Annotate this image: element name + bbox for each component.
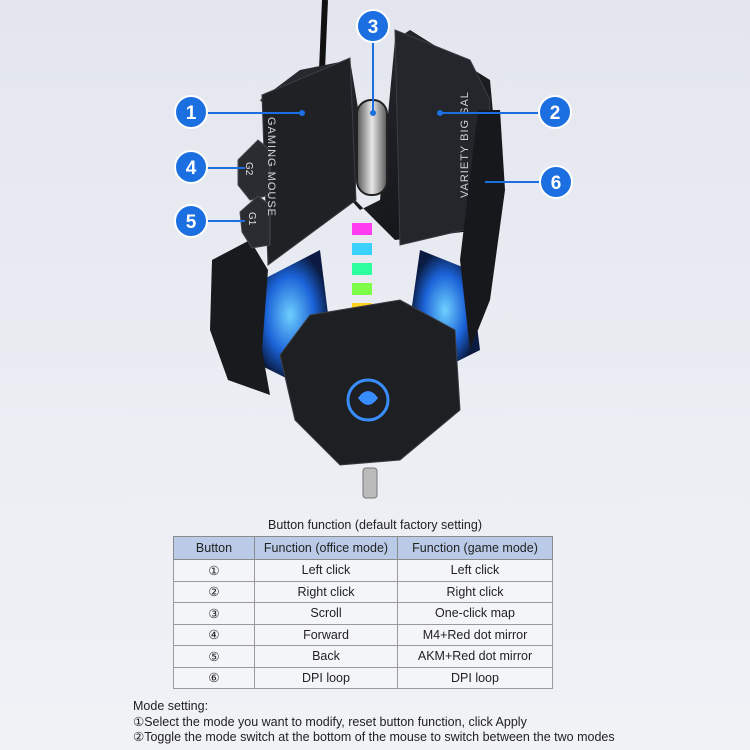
notes-line-1: ①Select the mode you want to modify, res… <box>133 714 527 729</box>
table-row: ④ Forward M4+Red dot mirror <box>173 623 553 646</box>
rgb-led-strip <box>352 223 372 315</box>
cell-game: M4+Red dot mirror <box>397 623 553 646</box>
cell-game: AKM+Red dot mirror <box>397 645 553 668</box>
right-button-text: VARIETY BIG SAL <box>459 91 471 198</box>
g2-label: G2 <box>243 162 254 176</box>
mouse-cable <box>319 0 328 71</box>
mode-setting-notes: Mode setting: ①Select the mode you want … <box>133 699 615 746</box>
notes-line-2: ②Toggle the mode switch at the bottom of… <box>133 730 615 744</box>
table-row: ⑤ Back AKM+Red dot mirror <box>173 645 553 668</box>
cell-button: ⑥ <box>173 666 255 689</box>
callout-dot-1 <box>299 110 305 116</box>
table-row: ① Left click Left click <box>173 559 553 582</box>
callout-badge-2 <box>538 95 572 129</box>
cell-button: ④ <box>173 623 255 646</box>
callout-number-2: 2 <box>550 103 561 124</box>
table-header-row: Button Function (office mode) Function (… <box>173 536 553 560</box>
header-button: Button <box>173 536 255 560</box>
cell-button: ② <box>173 580 255 603</box>
mode-switch <box>362 467 378 499</box>
callout-badge-5 <box>174 204 208 238</box>
left-button-text: GAMING MOUSE <box>265 117 277 217</box>
table-caption: Button function (default factory setting… <box>267 518 482 532</box>
right-grip <box>460 110 505 350</box>
cell-office: Scroll <box>254 602 398 625</box>
dragon-logo-detail <box>358 391 378 405</box>
g1-label: G1 <box>246 212 257 226</box>
cell-button: ③ <box>173 602 255 625</box>
table-row: ② Right click Right click <box>173 580 553 603</box>
cell-office: Forward <box>254 623 398 646</box>
callout-badge-1 <box>174 95 208 129</box>
cell-office: Right click <box>254 580 398 603</box>
callout-badge-3 <box>356 9 390 43</box>
callout-number-1: 1 <box>186 103 197 124</box>
table-row: ⑥ DPI loop DPI loop <box>173 666 553 689</box>
cell-office: Left click <box>254 559 398 582</box>
callout-number-5: 5 <box>186 212 197 233</box>
g1-side-button <box>239 195 271 249</box>
header-office-mode: Function (office mode) <box>254 536 398 560</box>
g2-side-button <box>237 139 271 201</box>
left-thumb-rest <box>210 240 270 395</box>
callout-badge-6 <box>539 165 573 199</box>
table-row: ③ Scroll One-click map <box>173 602 553 625</box>
cell-office: DPI loop <box>254 666 398 689</box>
notes-title: Mode setting: <box>133 699 209 713</box>
callout-dot-2 <box>437 110 443 116</box>
cell-button: ① <box>173 559 255 582</box>
led-segment <box>352 243 372 255</box>
cell-button: ⑤ <box>173 645 255 668</box>
cell-game: Right click <box>397 580 553 603</box>
callout-dot-3 <box>370 110 376 116</box>
cell-game: DPI loop <box>397 666 553 689</box>
led-segment <box>352 283 372 295</box>
callout-number-6: 6 <box>551 173 562 194</box>
led-segment <box>352 263 372 275</box>
mouse-illustration: GAMING MOUSE VARIETY BIG SAL G2 G1 1 2 3… <box>174 0 573 499</box>
callout-badge-4 <box>174 150 208 184</box>
dragon-logo <box>346 378 390 422</box>
cell-office: Back <box>254 645 398 668</box>
cell-game: Left click <box>397 559 553 582</box>
button-function-table: Button Function (office mode) Function (… <box>173 536 553 689</box>
palm-plate <box>279 299 461 466</box>
header-game-mode: Function (game mode) <box>397 536 553 560</box>
led-segment <box>352 223 372 235</box>
callout-number-3: 3 <box>368 17 379 38</box>
callout-number-4: 4 <box>186 158 197 179</box>
cell-game: One-click map <box>397 602 553 625</box>
